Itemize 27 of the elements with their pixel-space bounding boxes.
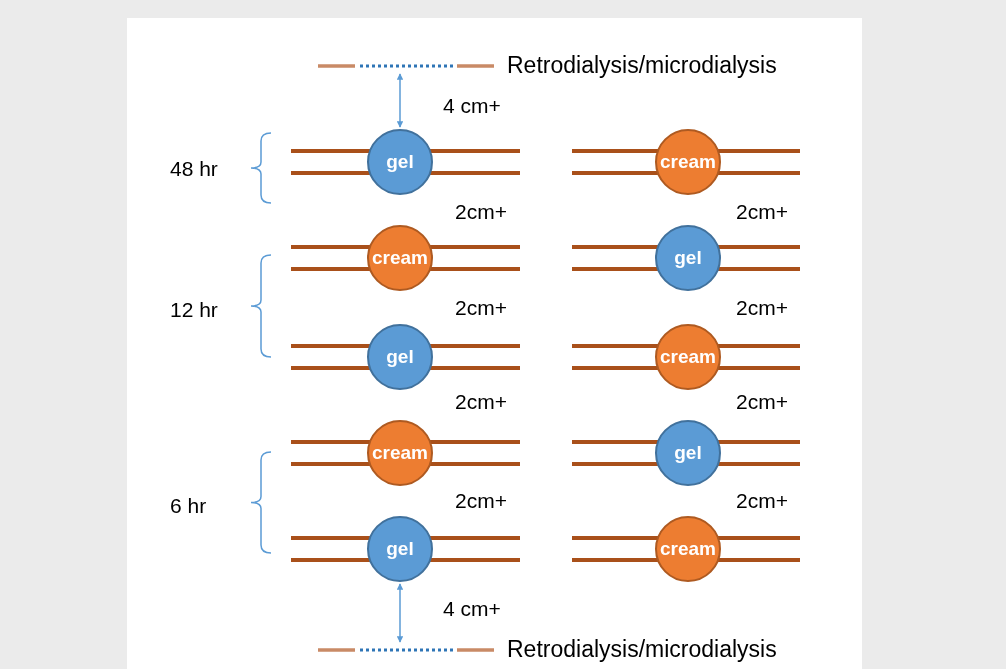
distance-label: 4 cm+ bbox=[443, 95, 501, 116]
double-arrow bbox=[396, 73, 404, 128]
circle-label: cream bbox=[372, 442, 428, 464]
circle-label: cream bbox=[372, 247, 428, 269]
duration-label: 48 hr bbox=[170, 158, 218, 179]
distance-label: 2cm+ bbox=[736, 297, 788, 318]
distance-label: 2cm+ bbox=[455, 391, 507, 412]
circle-label: gel bbox=[386, 151, 414, 173]
double-arrow bbox=[396, 583, 404, 643]
circle-label: cream bbox=[660, 346, 716, 368]
duration-label: 12 hr bbox=[170, 299, 218, 320]
distance-label: 4 cm+ bbox=[443, 598, 501, 619]
distance-label: 2cm+ bbox=[736, 201, 788, 222]
distance-label: 2cm+ bbox=[736, 490, 788, 511]
distance-label: 2cm+ bbox=[736, 391, 788, 412]
distance-label: 2cm+ bbox=[455, 297, 507, 318]
probe-label: Retrodialysis/microdialysis bbox=[507, 54, 777, 77]
circle-label: gel bbox=[674, 247, 702, 269]
circle-label: gel bbox=[386, 538, 414, 560]
probe-label: Retrodialysis/microdialysis bbox=[507, 638, 777, 661]
circle-label: cream bbox=[660, 151, 716, 173]
circle-label: cream bbox=[660, 538, 716, 560]
duration-label: 6 hr bbox=[170, 495, 207, 516]
circle-label: gel bbox=[386, 346, 414, 368]
circle-label: gel bbox=[674, 442, 702, 464]
distance-label: 2cm+ bbox=[455, 490, 507, 511]
distance-label: 2cm+ bbox=[455, 201, 507, 222]
